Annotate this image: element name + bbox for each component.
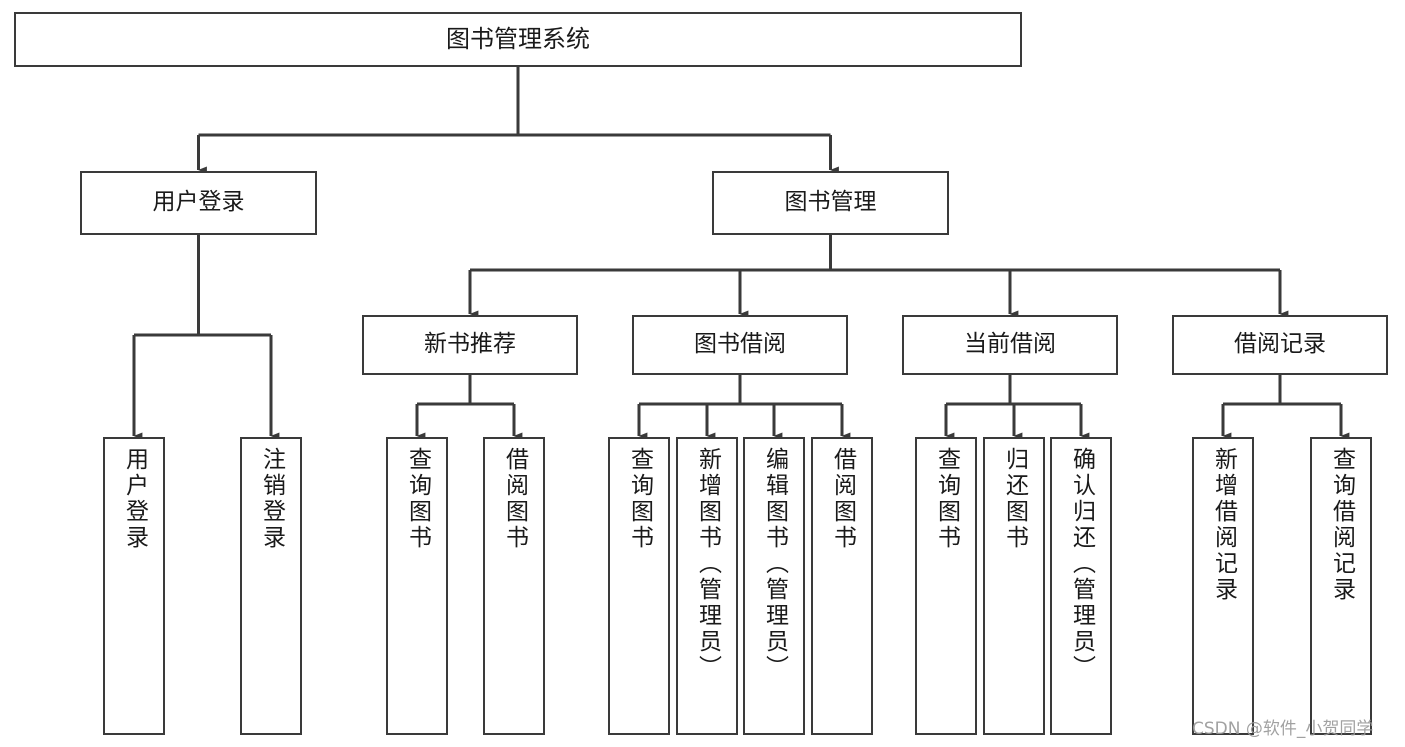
- node-label: 用户登录: [121, 447, 148, 551]
- node-leaf-borrow-book-1[interactable]: 借阅图书: [483, 437, 545, 735]
- node-leaf-add-book[interactable]: 新增图书（管理员）: [676, 437, 738, 735]
- node-label: 用户登录: [152, 189, 245, 216]
- node-label: 查询图书: [626, 447, 653, 551]
- node-label: 查询图书: [404, 447, 431, 551]
- node-label: 新增借阅记录: [1210, 447, 1237, 603]
- node-new-book-rec[interactable]: 新书推荐: [362, 315, 578, 375]
- node-label: 新增图书（管理员）: [694, 447, 721, 681]
- node-label: 当前借阅: [964, 331, 1056, 358]
- node-leaf-query-book-1[interactable]: 查询图书: [386, 437, 448, 735]
- node-leaf-query-book-3[interactable]: 查询图书: [915, 437, 977, 735]
- node-leaf-add-record[interactable]: 新增借阅记录: [1192, 437, 1254, 735]
- node-leaf-query-book-2[interactable]: 查询图书: [608, 437, 670, 735]
- node-leaf-edit-book[interactable]: 编辑图书（管理员）: [743, 437, 805, 735]
- node-book-borrow[interactable]: 图书借阅: [632, 315, 848, 375]
- node-user-login[interactable]: 用户登录: [80, 171, 317, 235]
- node-leaf-confirm-return[interactable]: 确认归还（管理员）: [1050, 437, 1112, 735]
- node-current-borrow[interactable]: 当前借阅: [902, 315, 1118, 375]
- node-label: 图书管理系统: [446, 25, 590, 54]
- node-book-manage[interactable]: 图书管理: [712, 171, 949, 235]
- node-leaf-logout[interactable]: 注销登录: [240, 437, 302, 735]
- node-label: 借阅记录: [1234, 331, 1326, 358]
- csdn-watermark: CSDN @软件_小贺同学: [1192, 719, 1374, 739]
- node-label: 查询图书: [933, 447, 960, 551]
- node-label: 新书推荐: [424, 331, 516, 358]
- node-leaf-query-record[interactable]: 查询借阅记录: [1310, 437, 1372, 735]
- node-label: 归还图书: [1001, 447, 1028, 551]
- node-root[interactable]: 图书管理系统: [14, 12, 1022, 67]
- node-leaf-user-login[interactable]: 用户登录: [103, 437, 165, 735]
- node-label: 图书借阅: [694, 331, 786, 358]
- node-label: 编辑图书（管理员）: [761, 447, 788, 681]
- node-leaf-borrow-book-2[interactable]: 借阅图书: [811, 437, 873, 735]
- node-label: 借阅图书: [501, 447, 528, 551]
- node-label: 查询借阅记录: [1328, 447, 1355, 603]
- node-label: 注销登录: [258, 447, 285, 551]
- node-label: 借阅图书: [829, 447, 856, 551]
- node-label: 图书管理: [784, 189, 877, 216]
- node-label: 确认归还（管理员）: [1068, 447, 1095, 681]
- node-leaf-return-book[interactable]: 归还图书: [983, 437, 1045, 735]
- node-borrow-record[interactable]: 借阅记录: [1172, 315, 1388, 375]
